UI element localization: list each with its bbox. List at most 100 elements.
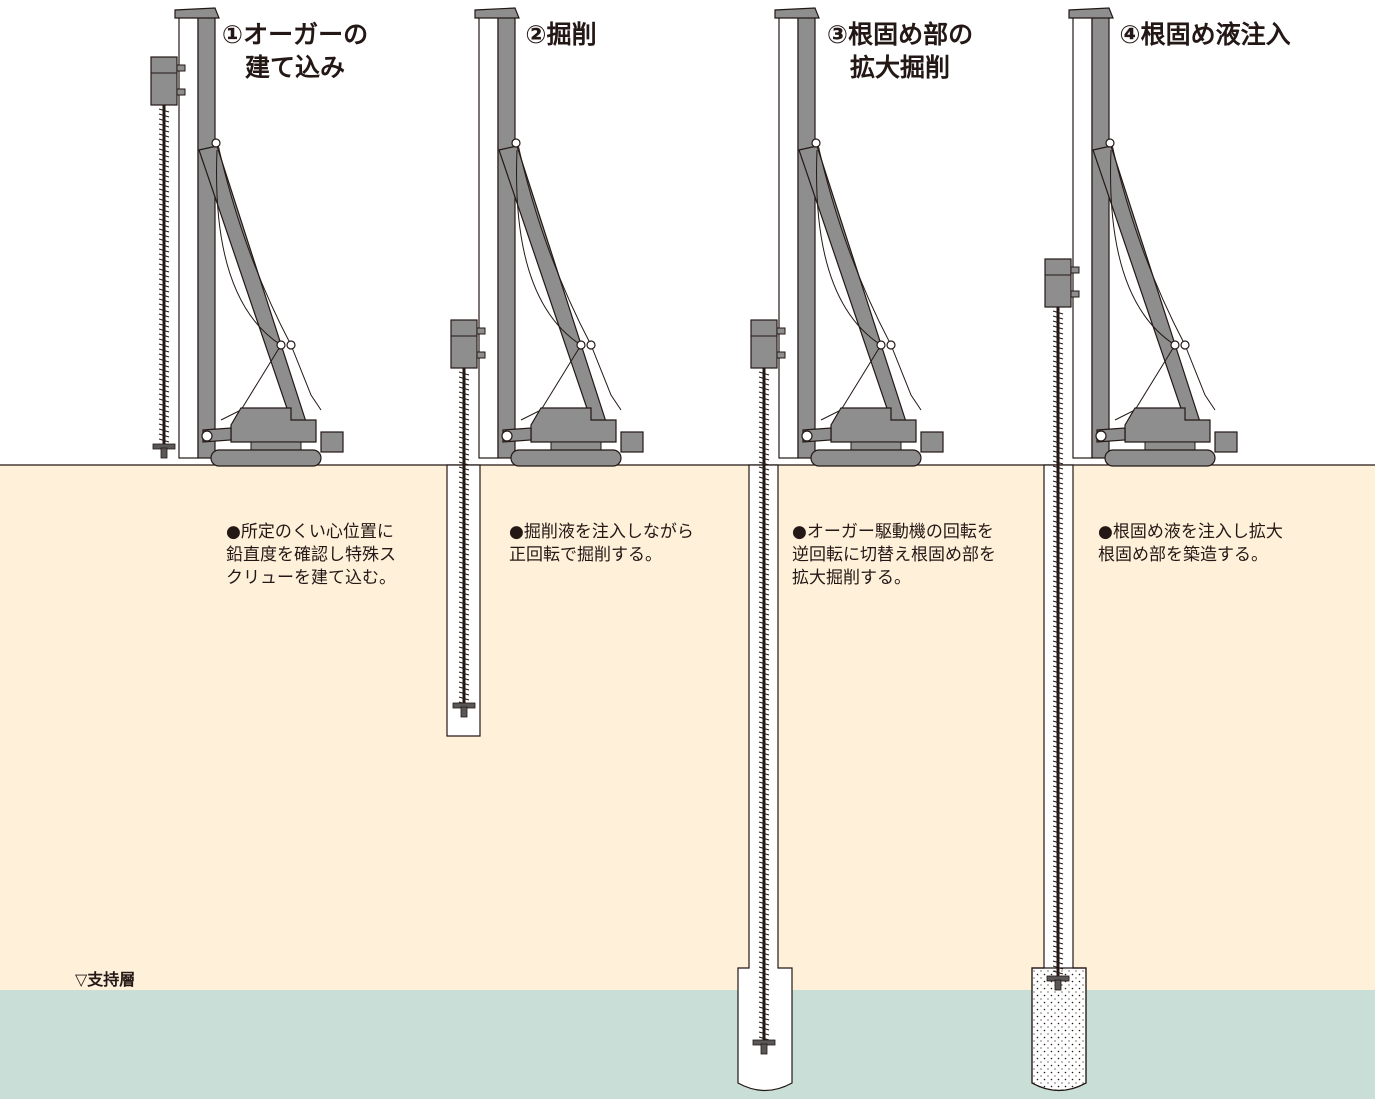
pile-driver-rig-4	[1044, 7, 1238, 991]
arm-pin	[501, 430, 513, 442]
sheave-pulley	[886, 340, 896, 350]
hoist-cable	[816, 149, 882, 346]
drive-bracket	[176, 88, 186, 96]
drive-bracket	[1070, 266, 1080, 274]
pile-driver-rig-3	[750, 7, 944, 1055]
sheave-pulley	[1170, 340, 1180, 350]
arm-pin	[1095, 430, 1107, 442]
step-1-desc-line3: クリューを建て込む。	[226, 568, 396, 588]
hoist-cable	[816, 139, 892, 346]
turntable	[1144, 441, 1196, 451]
sheave-pulley	[586, 340, 596, 350]
step-4-description: ●根固め液を注入し拡大 根固め部を築造する。	[1098, 521, 1283, 567]
leader-top-sheave	[1068, 7, 1114, 19]
auger-spiral	[1052, 310, 1064, 980]
hoist-cable	[590, 344, 622, 411]
hoist-cable	[216, 149, 282, 346]
auger-bit	[160, 447, 168, 459]
arm-pin	[201, 430, 213, 442]
leader-guide	[497, 11, 516, 459]
hoist-cable	[890, 344, 922, 411]
step-1-title: ①オーガーの 建て込み	[215, 18, 375, 84]
base-machine-cab	[830, 407, 917, 443]
step-3-desc-line1: ●オーガー駆動機の回転を	[792, 522, 994, 542]
hoist-cable	[1110, 139, 1186, 346]
leader-guide	[197, 11, 216, 459]
step-3-title: ③根固め部の 拡大掘削	[812, 18, 988, 84]
crawler-track	[510, 449, 622, 467]
step-4-title-line1: ④根固め液注入	[1119, 20, 1291, 49]
step-1-title-line1: ①オーガーの	[221, 20, 369, 49]
hoist-cable	[1110, 149, 1176, 346]
drive-bracket	[476, 327, 486, 335]
base-machine-cab	[230, 407, 317, 443]
step-4-desc-line2: 根固め部を築造する。	[1098, 545, 1268, 565]
auger-bit	[460, 706, 468, 718]
leader-mast	[478, 11, 499, 459]
base-machine-cab	[530, 407, 617, 443]
sheave-pulley	[1180, 340, 1190, 350]
drive-bracket	[776, 351, 786, 359]
base-machine-cab	[1124, 407, 1211, 443]
sheave-pulley	[211, 138, 221, 148]
step-2-title: ②掘削	[516, 18, 606, 51]
drive-bracket	[476, 351, 486, 359]
crawler-track	[810, 449, 922, 467]
pile-driver-rig-2	[450, 7, 644, 718]
sheave-pulley	[1105, 138, 1115, 148]
hoist-cable	[516, 139, 592, 346]
leader-guide	[1091, 11, 1110, 459]
step-1-desc-line2: 鉛直度を確認し特殊ス	[226, 545, 396, 565]
sheave-pulley	[286, 340, 296, 350]
auger-spiral	[158, 108, 170, 448]
sheave-pulley	[876, 340, 886, 350]
crawler-track	[1104, 449, 1216, 467]
sheave-pulley	[511, 138, 521, 148]
leader-mast	[178, 11, 199, 459]
step-4-title: ④根固め液注入	[1110, 18, 1300, 51]
sheave-pulley	[276, 340, 286, 350]
step-2-desc-line1: ●掘削液を注入しながら	[509, 522, 694, 542]
auger-spiral	[758, 371, 770, 1041]
sheave-pulley	[811, 138, 821, 148]
drive-bracket	[776, 327, 786, 335]
bearing-layer-label: ▽支持層	[75, 970, 136, 989]
turntable	[250, 441, 302, 451]
step-1-desc-line1: ●所定のくい心位置に	[226, 522, 394, 542]
hoist-cable	[216, 139, 292, 346]
drive-bracket	[176, 64, 186, 72]
hoist-cable	[516, 149, 582, 346]
hoist-cable	[290, 344, 322, 411]
counterweight	[620, 431, 644, 453]
sheave-pulley	[576, 340, 586, 350]
step-3-title-line1: ③根固め部の	[826, 20, 974, 49]
leader-top-sheave	[474, 7, 520, 19]
counterweight	[920, 431, 944, 453]
auger-drive-unit	[450, 319, 478, 369]
hoist-cable	[1184, 344, 1216, 411]
turntable	[550, 441, 602, 451]
crawler-track	[210, 449, 322, 467]
step-3-desc-line2: 逆回転に切替え根固め部を	[792, 545, 996, 565]
counterweight	[1214, 431, 1238, 453]
drive-bracket	[1070, 290, 1080, 298]
auger-bit	[1054, 979, 1062, 991]
leader-mast	[1072, 11, 1093, 459]
turntable	[850, 441, 902, 451]
step-1-description: ●所定のくい心位置に 鉛直度を確認し特殊ス クリューを建て込む。	[226, 521, 396, 590]
step-2-description: ●掘削液を注入しながら 正回転で掘削する。	[509, 521, 694, 567]
auger-bit	[760, 1043, 768, 1055]
arm-pin	[801, 430, 813, 442]
auger-drive-unit	[1044, 258, 1072, 308]
auger-drive-unit	[750, 319, 778, 369]
leader-top-sheave	[174, 7, 220, 19]
leader-mast	[778, 11, 799, 459]
counterweight	[320, 431, 344, 453]
step-3-description: ●オーガー駆動機の回転を 逆回転に切替え根固め部を 拡大掘削する。	[792, 521, 996, 590]
step-3-title-line2: 拡大掘削	[849, 53, 950, 82]
grout-bulb-step-4	[1031, 967, 1087, 1092]
auger-drive-unit	[150, 56, 178, 106]
pile-driver-rig-1	[150, 7, 344, 467]
step-2-title-line1: ②掘削	[525, 20, 597, 49]
